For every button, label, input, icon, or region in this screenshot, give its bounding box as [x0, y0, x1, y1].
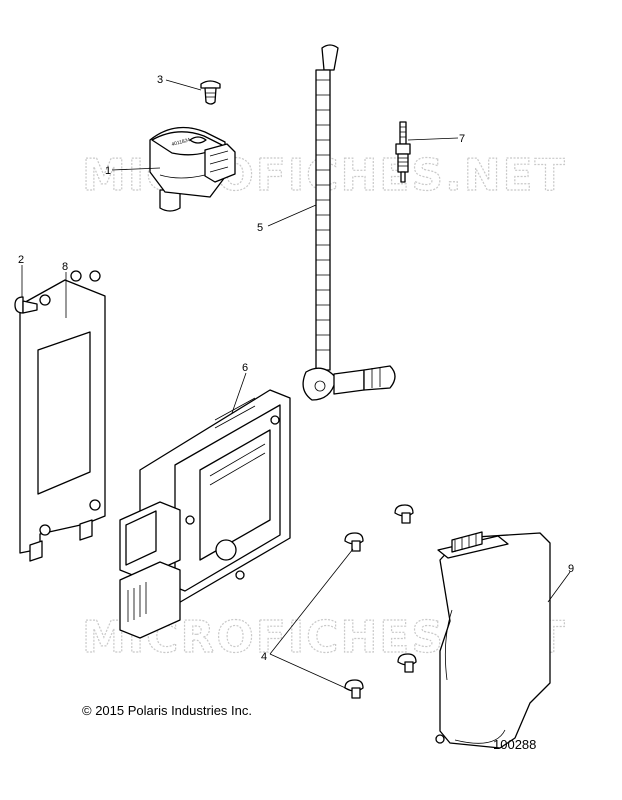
callout-9: 9	[568, 563, 574, 575]
callout-1: 1	[105, 165, 111, 177]
callout-4: 4	[261, 651, 267, 663]
svg-text:4011824: 4011824	[171, 137, 191, 148]
copyright-notice: © 2015 Polaris Industries Inc.	[82, 703, 252, 718]
figure-number: 100288	[493, 737, 537, 752]
screw-part-2	[14, 296, 38, 314]
ignition-coil-part-1: 4011824	[149, 126, 236, 212]
screws-part-4	[344, 504, 417, 699]
callout-3: 3	[157, 74, 163, 86]
callout-2: 2	[18, 254, 24, 266]
callout-5: 5	[257, 222, 263, 234]
callout-8: 8	[62, 261, 68, 273]
callout-7: 7	[459, 133, 465, 145]
spark-plug-wire-part-5	[302, 44, 396, 401]
screw-part-3	[200, 80, 221, 105]
callout-6: 6	[242, 362, 248, 374]
bracket-part-8	[19, 270, 106, 562]
cover-part-9	[435, 531, 551, 749]
leader-lines	[21, 79, 571, 691]
spark-plug-part-7	[395, 121, 411, 183]
ecu-part-6	[119, 389, 291, 639]
